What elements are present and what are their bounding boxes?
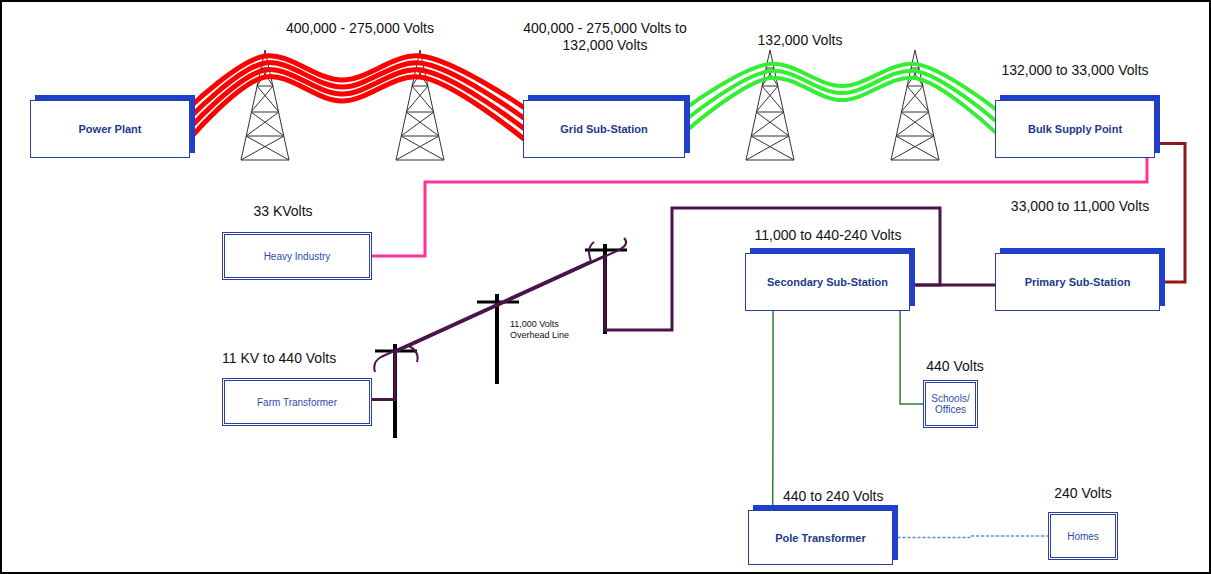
voltage-label: 11,000 to 440-240 Volts	[738, 227, 918, 244]
node-label: Heavy Industry	[264, 251, 331, 262]
transmission-line	[190, 56, 523, 139]
voltage-label: 33 KVolts	[233, 203, 333, 220]
substation-box: Secondary Sub-Station	[745, 253, 910, 311]
node-label: Power Plant	[79, 123, 142, 135]
supply-cable	[372, 208, 940, 400]
voltage-label: 132,000 to 33,000 Volts	[985, 62, 1165, 79]
line-label: 132,000 Volts	[730, 32, 870, 49]
voltage-label: 440 Volts	[915, 358, 995, 375]
node-label: Farm Transformer	[257, 397, 337, 408]
node-label: Primary Sub-Station	[1025, 276, 1131, 288]
substation-box: Pole Transformer	[748, 510, 893, 565]
line-label: 400,000 - 275,000 Volts	[270, 20, 450, 37]
consumer-box: Farm Transformer	[222, 378, 372, 426]
node-label: Pole Transformer	[775, 532, 865, 544]
consumer-box: Heavy Industry	[222, 232, 372, 280]
node-label: Schools/ Offices	[931, 393, 970, 415]
substation-box: Primary Sub-Station	[995, 253, 1160, 311]
substation-box: Power Plant	[30, 100, 190, 158]
voltage-label: 440 to 240 Volts	[783, 488, 923, 505]
supply-cable	[772, 311, 774, 510]
node-label: Homes	[1067, 531, 1099, 542]
node-label: Secondary Sub-Station	[767, 276, 888, 288]
node-label: Bulk Supply Point	[1028, 123, 1122, 135]
utility-pole	[375, 244, 627, 438]
substation-box: Bulk Supply Point	[995, 100, 1155, 158]
supply-cable	[900, 311, 923, 404]
transmission-line	[685, 64, 995, 132]
supply-cable	[893, 536, 1048, 538]
line-label: 11,000 Volts Overhead Line	[508, 318, 586, 342]
consumer-box: Schools/ Offices	[923, 380, 978, 428]
consumer-box: Homes	[1048, 512, 1118, 560]
node-label: Grid Sub-Station	[560, 123, 647, 135]
voltage-label: 11 KV to 440 Volts	[222, 350, 372, 367]
voltage-label: 400,000 - 275,000 Volts to 132,000 Volts	[500, 20, 710, 54]
substation-box: Grid Sub-Station	[523, 100, 685, 158]
voltage-label: 33,000 to 11,000 Volts	[995, 198, 1165, 215]
voltage-label: 240 Volts	[1038, 485, 1128, 502]
